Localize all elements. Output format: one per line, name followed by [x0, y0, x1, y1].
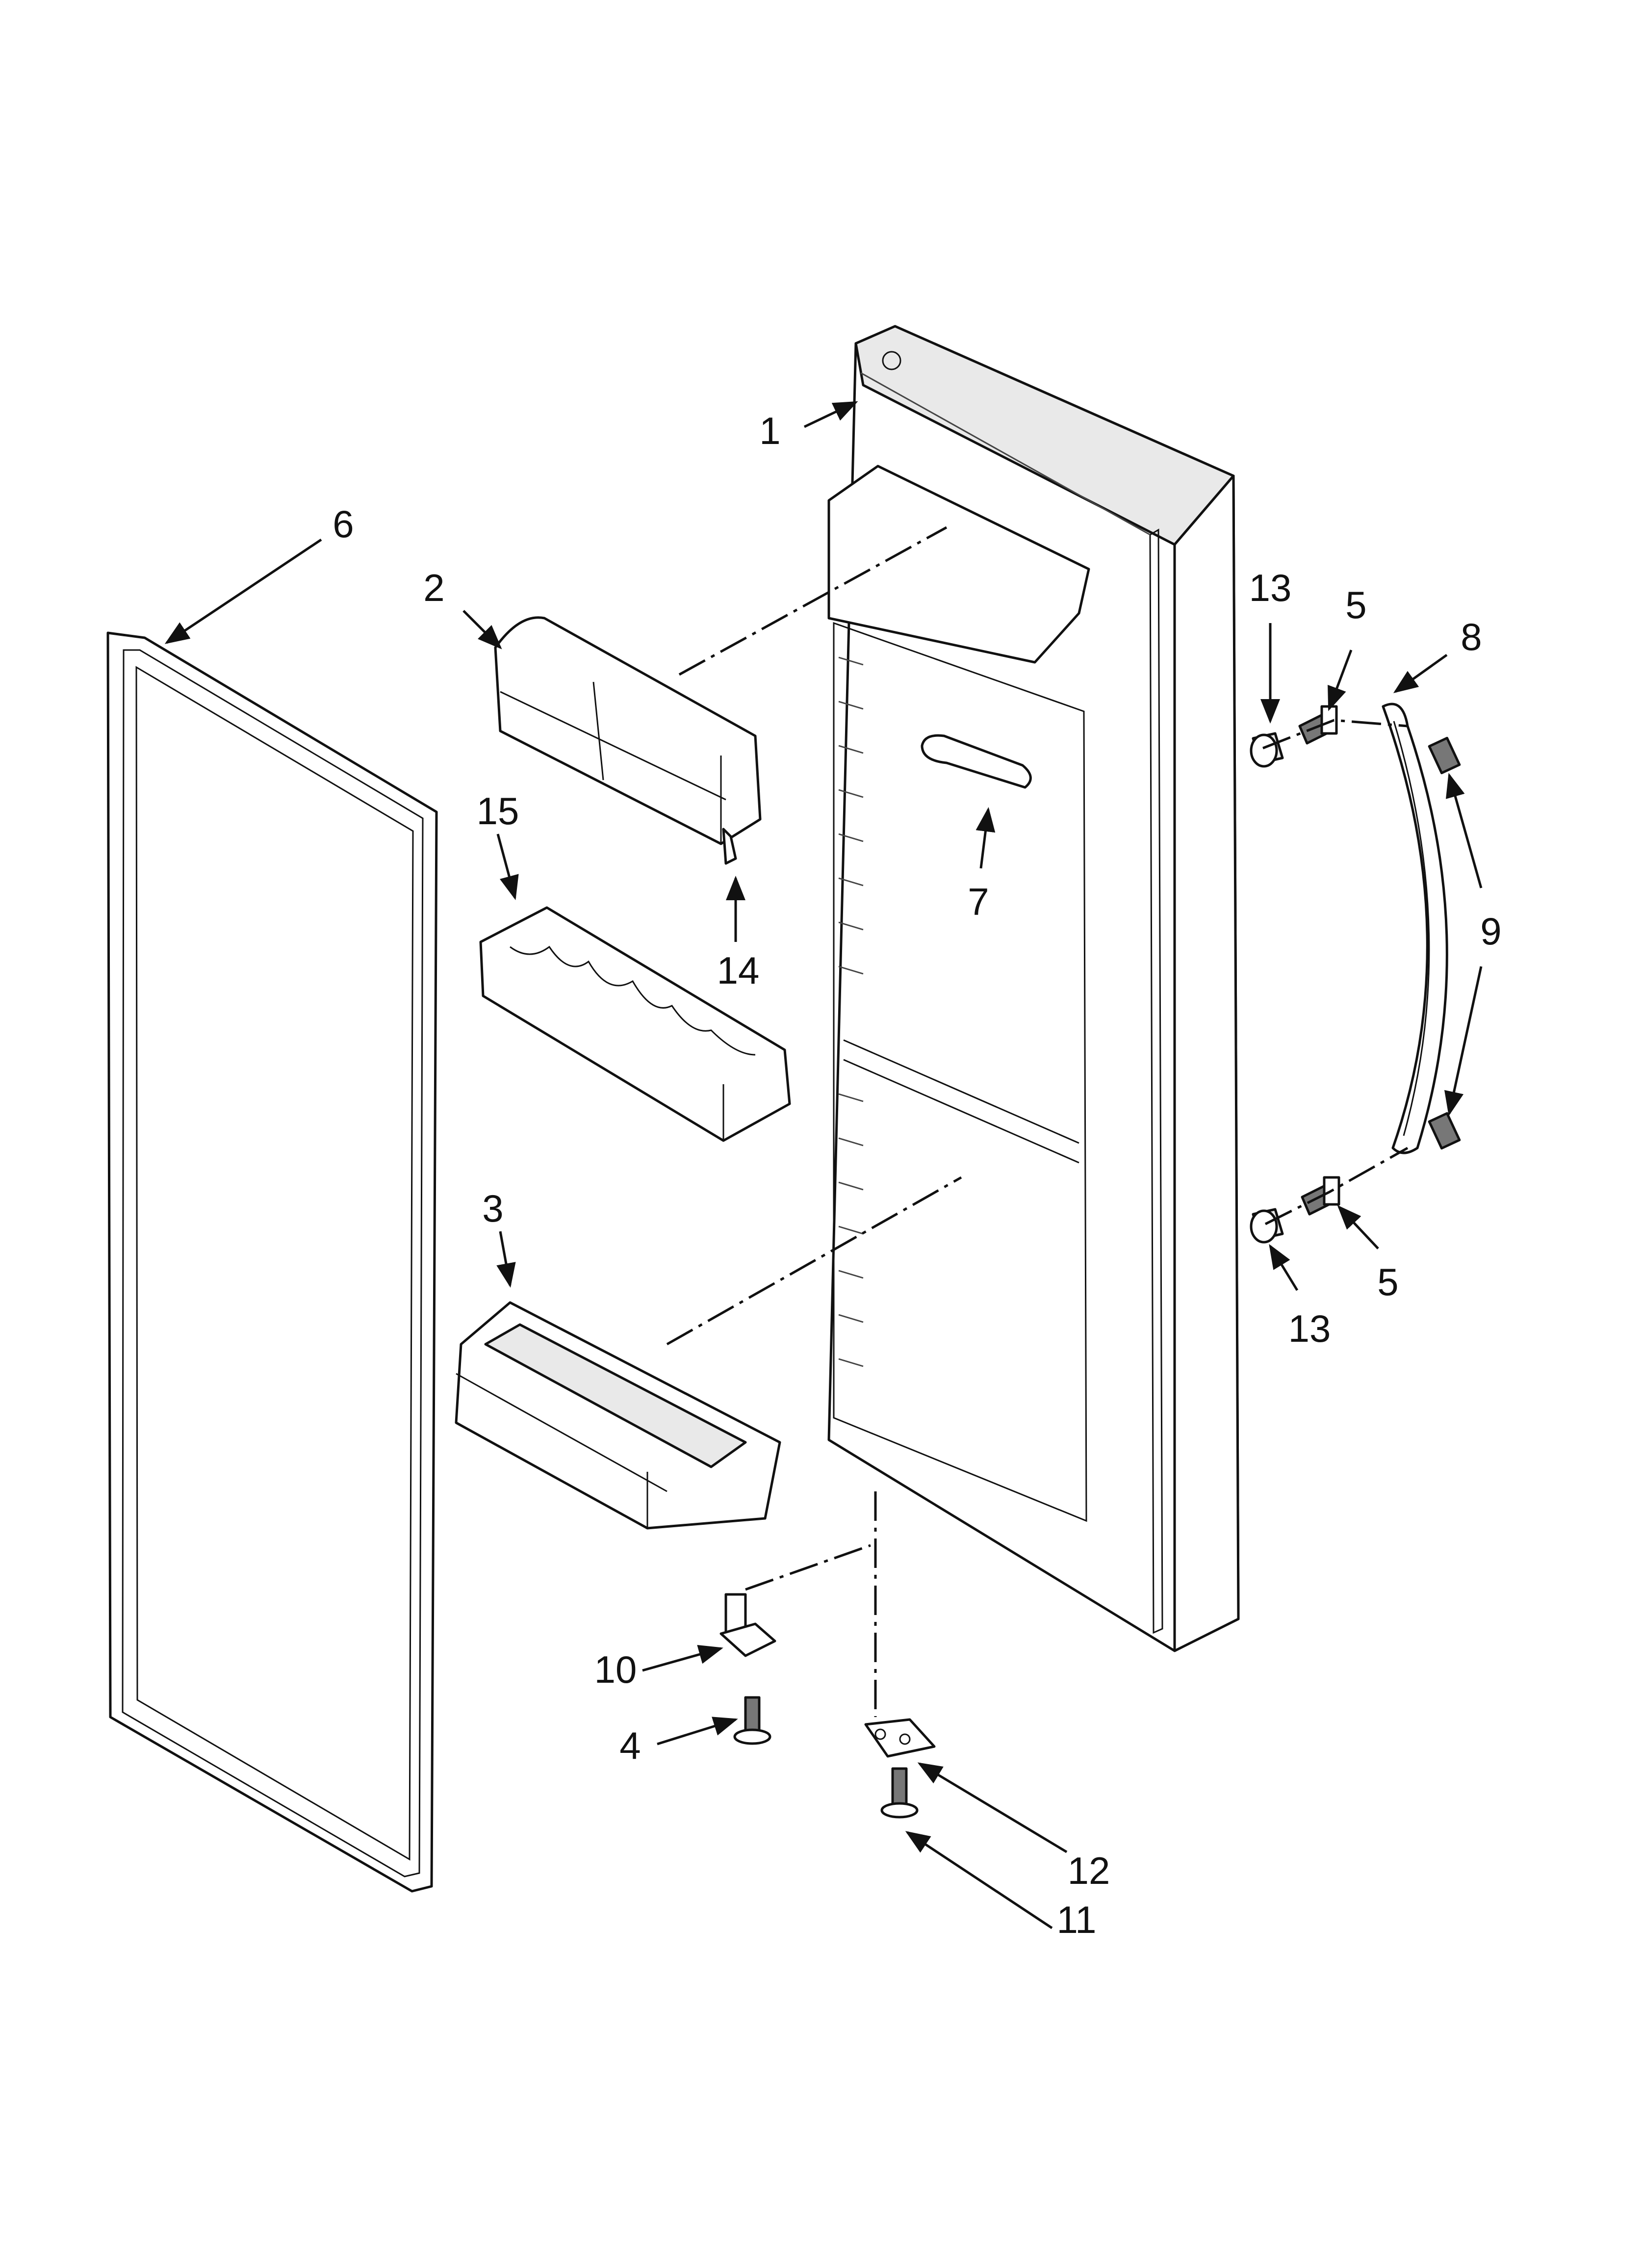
callout-12: 12 — [1068, 1849, 1110, 1892]
door-bin — [455, 1301, 781, 1530]
callout-13-lower: 13 — [1288, 1307, 1331, 1350]
callout-2: 2 — [423, 566, 444, 609]
callout-5-upper: 5 — [1345, 583, 1366, 626]
compartment-hinge-pin — [722, 828, 737, 865]
callout-5-lower: 5 — [1377, 1260, 1398, 1303]
handle-set-screw-lower — [1428, 1112, 1461, 1150]
callout-10: 10 — [594, 1648, 637, 1691]
callout-7: 7 — [968, 880, 989, 923]
callout-8: 8 — [1461, 615, 1482, 658]
callout-13-upper: 13 — [1249, 566, 1292, 609]
lower-hinge-plate — [864, 1718, 936, 1758]
handle-set-screw-upper — [1428, 736, 1461, 775]
door-hinge-bracket — [719, 1593, 776, 1657]
assembly-lines — [666, 526, 1409, 1717]
callout-15: 15 — [477, 789, 519, 833]
door-gasket — [106, 631, 438, 1893]
callout-3: 3 — [482, 1187, 503, 1230]
door-handle — [1382, 703, 1448, 1154]
hinge-screw — [733, 1696, 771, 1745]
egg-tray — [479, 906, 791, 1142]
lower-hinge-screw — [880, 1767, 919, 1819]
callout-6: 6 — [333, 502, 354, 546]
handle-mount-screw-upper — [1298, 705, 1338, 745]
utility-compartment-door — [494, 616, 762, 845]
leader-arrows — [164, 401, 1483, 1929]
door-assembly — [827, 325, 1240, 1652]
callout-1: 1 — [759, 409, 780, 452]
callout-14: 14 — [717, 949, 760, 992]
callout-labels: 1 2 3 4 5 5 6 7 8 9 10 11 12 13 13 14 15 — [333, 409, 1501, 1941]
callout-4: 4 — [619, 1724, 641, 1767]
handle-spacer-lower — [1250, 1208, 1284, 1244]
handle-mount-screw-lower — [1301, 1176, 1340, 1216]
callout-9: 9 — [1480, 910, 1501, 953]
callout-11: 11 — [1057, 1898, 1097, 1941]
handle-spacer-upper — [1250, 732, 1284, 768]
